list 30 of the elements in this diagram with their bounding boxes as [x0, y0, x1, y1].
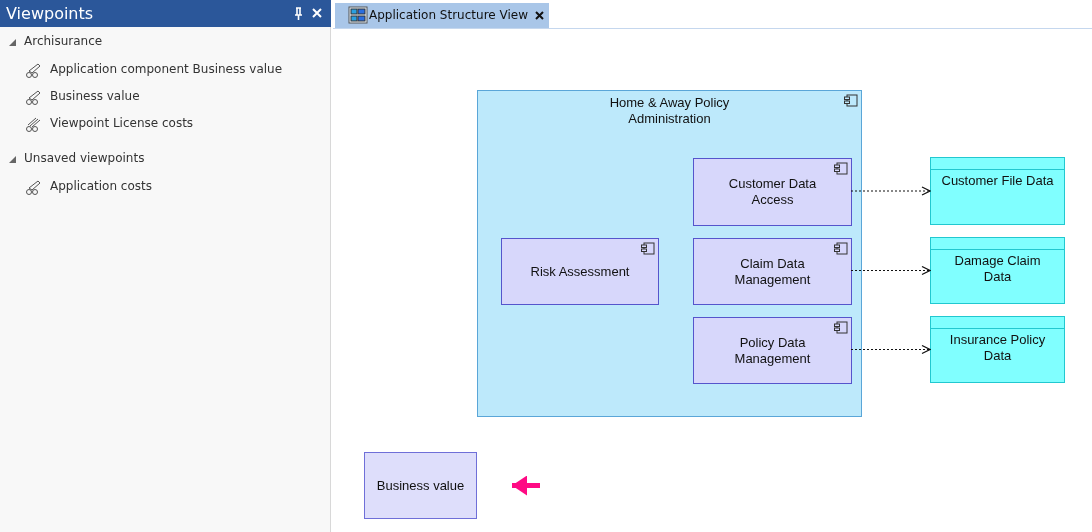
view-tab: Application Structure View [335, 3, 549, 28]
component-container [477, 90, 862, 417]
tree-item: Viewpoint License costs [50, 116, 194, 130]
component-box [693, 238, 852, 305]
node-label: Claim Data Management [733, 255, 812, 288]
data-object-box [930, 316, 1065, 383]
node-label: Insurance Policy Data [948, 332, 1047, 364]
tree-item: Application costs [50, 179, 152, 193]
tree-item: Business value [50, 89, 140, 103]
element-box [364, 452, 477, 519]
node-label: Customer File Data [940, 173, 1055, 189]
access-arrow [850, 186, 931, 196]
node-label: Risk Assessment [529, 263, 631, 280]
node-label: Damage Claim Data [953, 253, 1042, 285]
node-label: Business value [375, 477, 466, 494]
tree-item: Application component Business value [50, 62, 283, 76]
group-heading: Unsaved viewpoints [24, 151, 145, 165]
component-box [693, 158, 852, 226]
node-label: Customer Data Access [727, 176, 818, 208]
pointer-arrow [512, 475, 540, 496]
panel-title: Viewpoints [6, 4, 94, 23]
component-box [693, 317, 852, 384]
node-label: Policy Data Management [733, 334, 812, 367]
group-heading: Archisurance [24, 34, 103, 48]
data-object-box [930, 237, 1065, 304]
access-arrow [850, 265, 931, 276]
data-object-box [930, 157, 1065, 225]
access-arrow [850, 344, 931, 355]
component-box [501, 238, 659, 305]
node-label: Home & Away Policy Administration [609, 95, 730, 127]
